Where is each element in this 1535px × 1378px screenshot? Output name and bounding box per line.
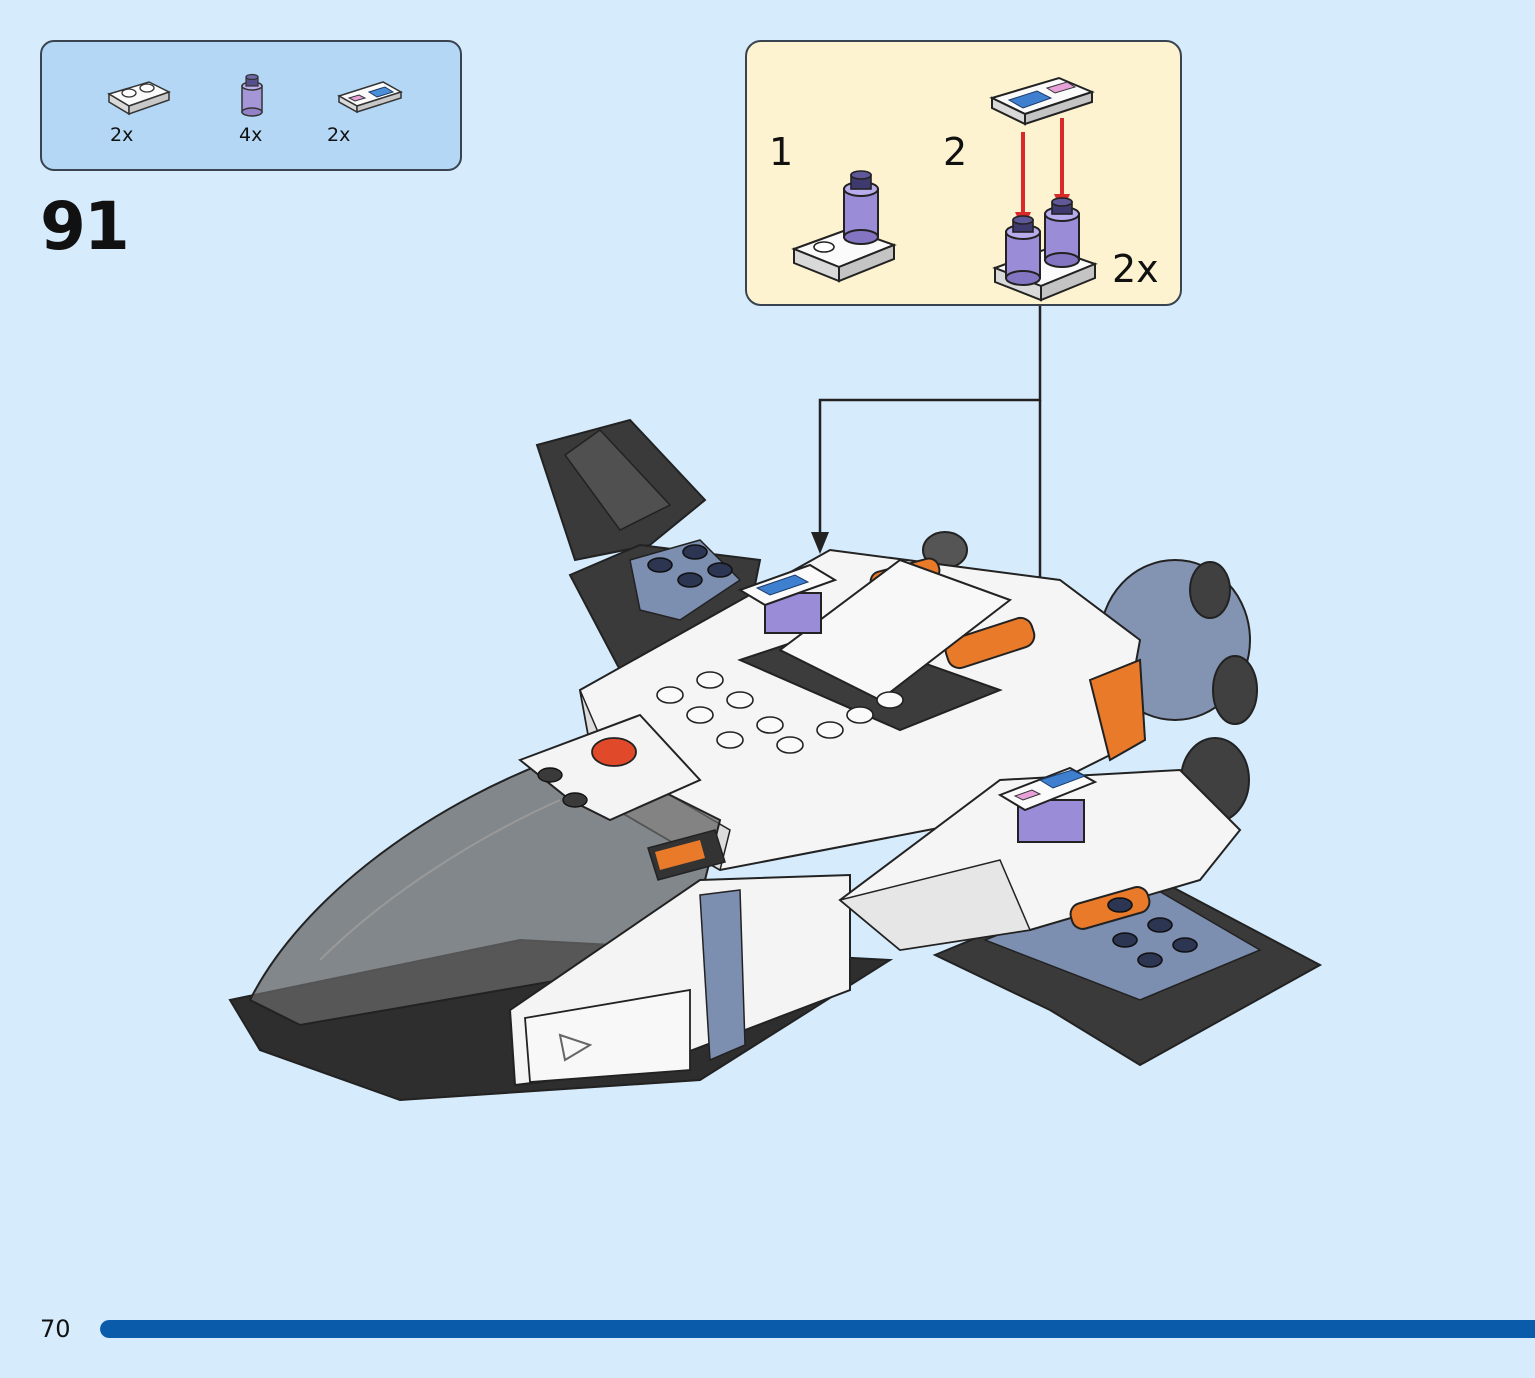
step-number: 91 xyxy=(40,188,130,265)
part-purple-round-brick: 4x xyxy=(207,72,297,146)
printed-tile-icon xyxy=(337,81,403,114)
part-white-plate: 2x xyxy=(92,72,182,146)
progress-bar-fill xyxy=(100,1320,1535,1338)
part-qty: 2x xyxy=(327,124,351,146)
white-plate-1x2-icon xyxy=(107,81,171,116)
sub-step-1-label: 1 xyxy=(769,130,794,174)
page-number: 70 xyxy=(40,1315,71,1343)
parts-list-callout: 2x 4x 2x xyxy=(40,40,462,171)
purple-round-brick-icon xyxy=(241,73,263,117)
part-printed-tile: 2x xyxy=(322,72,412,146)
part-qty: 4x xyxy=(239,124,263,146)
sub-assembly-multiplier: 2x xyxy=(1112,247,1159,291)
sub-step-2-label: 2 xyxy=(943,130,968,174)
progress-bar xyxy=(100,1320,1535,1338)
part-qty: 2x xyxy=(110,124,134,146)
sub-assembly-callout: 1 2 2x xyxy=(745,40,1182,306)
sub-step-1-illustration xyxy=(791,170,897,283)
sub-step-2-illustration xyxy=(989,76,1098,302)
